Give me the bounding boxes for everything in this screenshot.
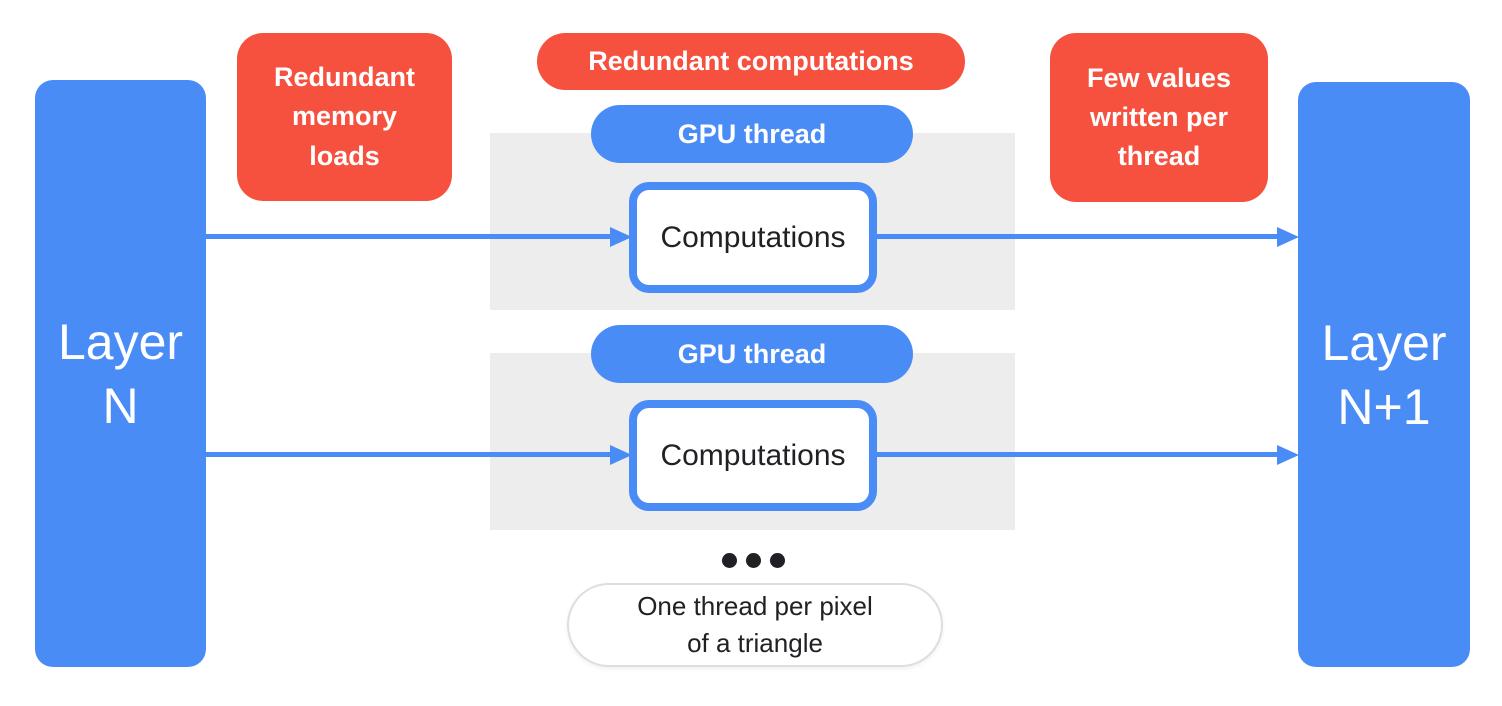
- layer-n-block: Layer N: [35, 80, 206, 667]
- arrow-computations-2-to-layer-n1-line: [877, 452, 1279, 457]
- issue-badge-few-values-written: Few values written per thread: [1050, 33, 1268, 202]
- arrow-computations-1-to-layer-n1-head-icon: [1277, 227, 1299, 247]
- computations-box-1: Computations: [629, 182, 877, 293]
- gpu-thread-pill-1: GPU thread: [591, 105, 913, 163]
- arrow-layer-n-to-computations-1-head-icon: [610, 227, 632, 247]
- ellipsis-dot: [722, 553, 737, 568]
- layer-n-plus-1-block: Layer N+1: [1298, 82, 1470, 667]
- arrow-computations-2-to-layer-n1-head-icon: [1277, 445, 1299, 465]
- arrow-layer-n-to-computations-2-line: [206, 452, 612, 457]
- gpu-thread-pill-2: GPU thread: [591, 325, 913, 383]
- arrow-layer-n-to-computations-1-line: [206, 234, 612, 239]
- note-one-thread-per-pixel: One thread per pixel of a triangle: [567, 583, 943, 667]
- ellipsis-dot: [746, 553, 761, 568]
- more-threads-ellipsis-icon: [722, 553, 785, 568]
- arrow-computations-1-to-layer-n1-line: [877, 234, 1279, 239]
- computations-box-2: Computations: [629, 400, 877, 511]
- ellipsis-dot: [770, 553, 785, 568]
- issue-badge-redundant-memory-loads: Redundant memory loads: [237, 33, 452, 201]
- arrow-layer-n-to-computations-2-head-icon: [610, 445, 632, 465]
- issue-badge-redundant-computations: Redundant computations: [537, 33, 965, 90]
